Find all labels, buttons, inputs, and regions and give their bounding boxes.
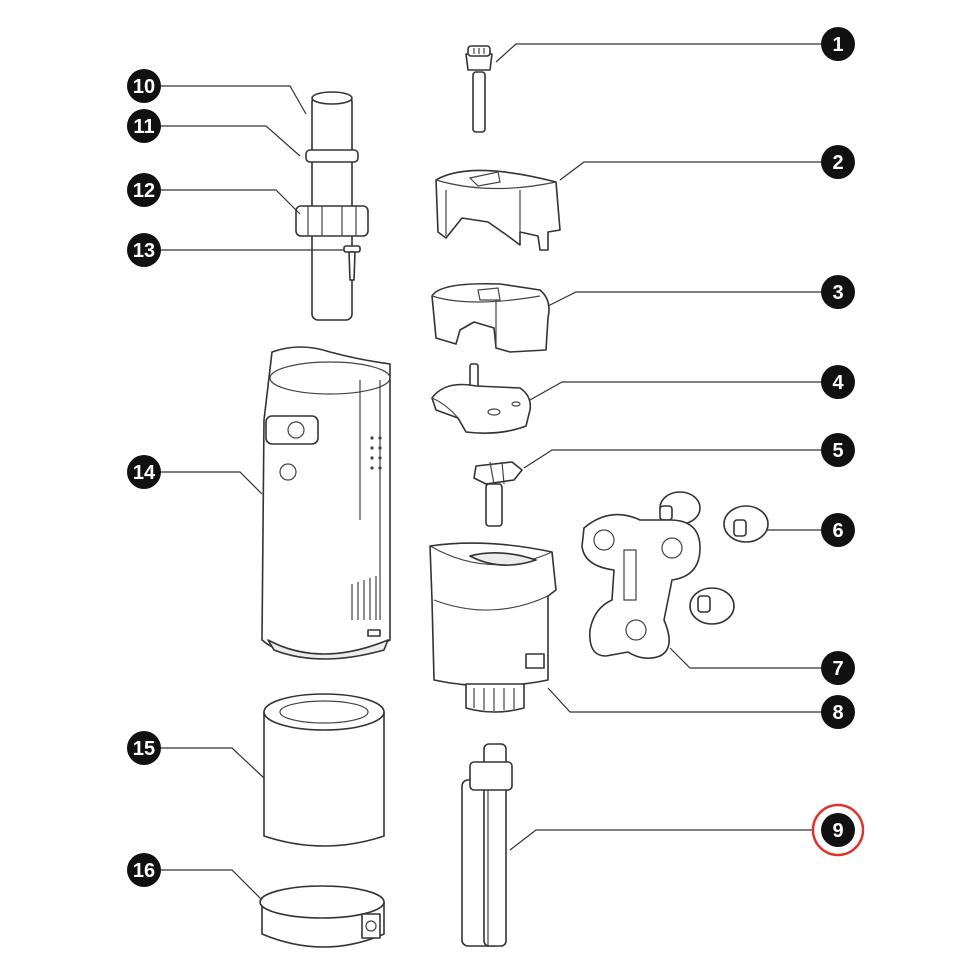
svg-text:16: 16 xyxy=(133,860,155,882)
part-4-impeller-cover xyxy=(431,363,532,434)
part-16-base-ring xyxy=(259,885,385,948)
callout-11: 11 xyxy=(127,109,161,143)
callout-badges: 1 2 3 4 5 6 7 8 xyxy=(127,27,865,887)
callout-6: 6 xyxy=(821,513,855,547)
callout-1: 1 xyxy=(821,27,855,61)
callout-3: 3 xyxy=(821,275,855,309)
callout-8: 8 xyxy=(821,695,855,729)
callout-10: 10 xyxy=(127,69,161,103)
callout-16: 16 xyxy=(127,853,161,887)
svg-text:5: 5 xyxy=(832,440,843,462)
svg-text:3: 3 xyxy=(832,282,843,304)
svg-text:8: 8 xyxy=(832,702,843,724)
part-12-adjustment-nut xyxy=(295,205,369,237)
svg-text:14: 14 xyxy=(133,462,156,484)
part-3-inner-cover xyxy=(431,282,550,353)
vent-grille xyxy=(370,436,382,470)
part-7-mounting-bracket xyxy=(581,513,701,660)
suction-cup xyxy=(689,587,735,625)
svg-text:4: 4 xyxy=(832,372,844,394)
callout-7: 7 xyxy=(821,651,855,685)
svg-text:12: 12 xyxy=(133,180,155,202)
part-15-sponge-filter xyxy=(263,693,385,847)
part-2-top-cover xyxy=(435,169,561,251)
svg-text:11: 11 xyxy=(133,116,154,138)
part-1-nozzle xyxy=(465,45,493,133)
suction-cup xyxy=(723,505,769,543)
callout-9-highlighted: 9 xyxy=(811,803,865,857)
svg-text:2: 2 xyxy=(832,152,843,174)
part-11-o-ring xyxy=(305,149,359,163)
part-6-suction-cups xyxy=(659,491,769,625)
part-13-screw xyxy=(343,245,361,281)
suction-cup xyxy=(659,491,701,525)
part-9-intake-tube xyxy=(461,743,513,947)
callout-2: 2 xyxy=(821,145,855,179)
leader-lines xyxy=(158,43,822,901)
svg-text:6: 6 xyxy=(832,520,843,542)
callout-13: 13 xyxy=(127,233,161,267)
callout-4: 4 xyxy=(821,365,855,399)
svg-text:1: 1 xyxy=(832,34,843,56)
part-14-filter-housing xyxy=(261,346,391,660)
svg-text:10: 10 xyxy=(133,76,155,98)
callout-12: 12 xyxy=(127,173,161,207)
svg-text:7: 7 xyxy=(832,658,843,680)
callout-5: 5 xyxy=(821,433,855,467)
callout-15: 15 xyxy=(127,731,161,765)
svg-text:13: 13 xyxy=(133,240,155,262)
part-8-motor-housing xyxy=(429,542,557,713)
callout-14: 14 xyxy=(127,455,161,489)
svg-text:15: 15 xyxy=(133,738,155,760)
part-5-impeller xyxy=(473,461,523,527)
svg-text:9: 9 xyxy=(832,820,843,842)
